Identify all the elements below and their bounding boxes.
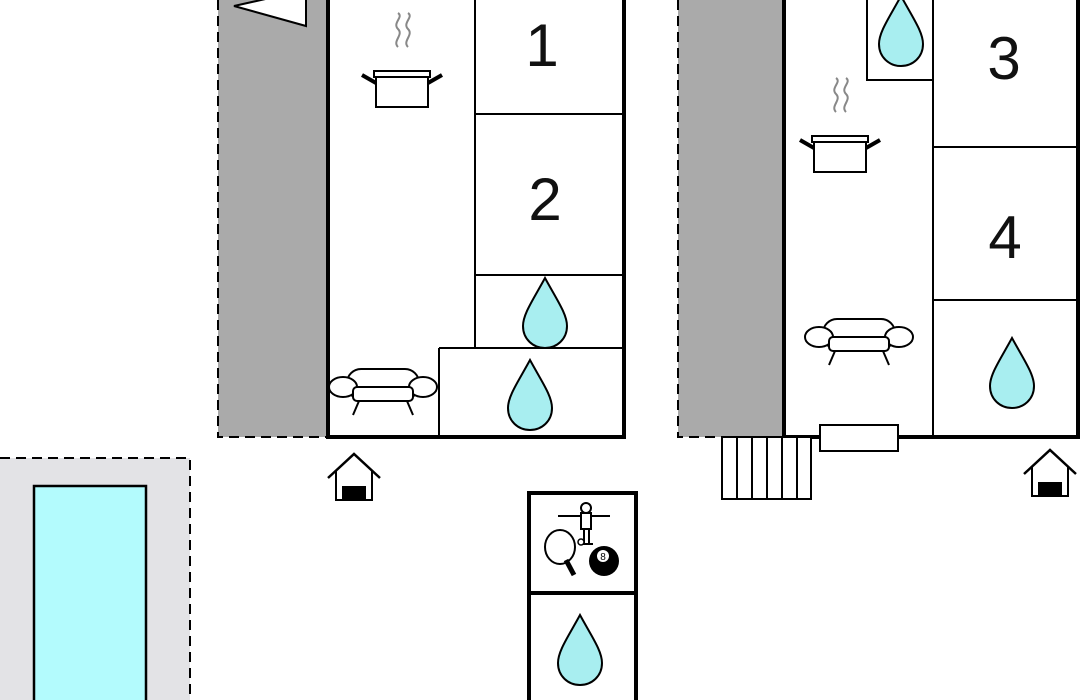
sofa-icon (804, 318, 914, 366)
right-building: 3 4 (677, 0, 1080, 500)
entrance-house-icon (1022, 448, 1078, 498)
kitchen-pot-icon (360, 11, 444, 109)
room-number: 2 (528, 166, 561, 233)
room-number: 4 (988, 204, 1021, 271)
billiard-ball-icon: 8 (589, 546, 619, 576)
table-football-icon (558, 502, 610, 545)
sofa-icon (328, 368, 438, 416)
table-tennis-icon (544, 529, 585, 577)
right-terrace (678, 0, 782, 437)
room-number: 1 (525, 12, 558, 79)
compass-arrow-icon (233, 0, 307, 28)
bathroom-drop-icon (557, 614, 603, 686)
game-room: 8 (527, 491, 638, 700)
bathroom-drop-icon (507, 359, 553, 431)
right-door-step (819, 424, 899, 452)
bathroom-drop-icon (878, 0, 924, 67)
pool-water (32, 484, 148, 700)
left-building: 1 2 (217, 0, 626, 502)
left-terrace (218, 0, 328, 437)
bathroom-drop-icon (989, 337, 1035, 409)
kitchen-pot-icon (798, 76, 882, 174)
room-number: 3 (987, 25, 1020, 92)
bathroom-drop-icon (522, 277, 568, 349)
stairs (721, 436, 812, 500)
svg-text:8: 8 (600, 552, 606, 563)
right-house-outline (782, 0, 1080, 439)
pool (0, 457, 191, 700)
entrance-house-icon (326, 452, 382, 502)
left-house-outline (326, 0, 626, 439)
